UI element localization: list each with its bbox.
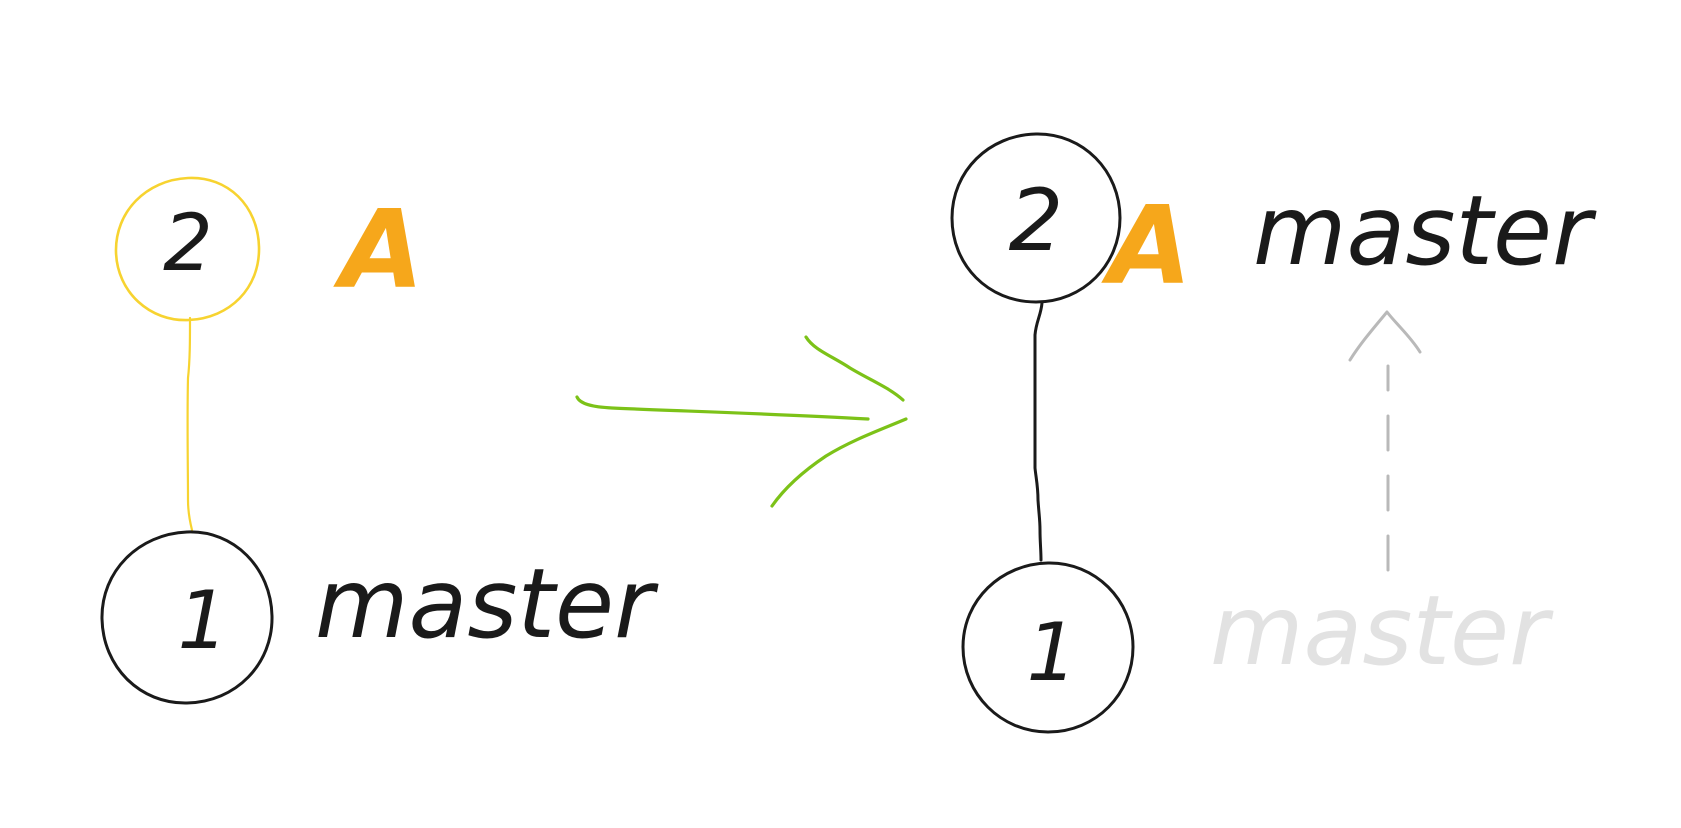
before-commit-1-circle (100, 530, 274, 705)
after-commit-link (1033, 301, 1044, 562)
arrow-shaft (575, 395, 870, 421)
after-master-label: master (1253, 175, 1597, 287)
after-commit-1-circle (961, 561, 1135, 734)
before-branch-a-label: A (332, 188, 424, 313)
before-commit-2: 2 (114, 176, 261, 322)
dashed-arrow-up-icon (1348, 310, 1422, 572)
after-commit-2: 2 (950, 132, 1122, 304)
before-commit-2-number: 2 (163, 199, 213, 289)
after-commit-2-circle (950, 132, 1122, 304)
dashed-arrow-head (1348, 310, 1422, 362)
before-commit-link (186, 316, 194, 532)
after-commit-1: 1 (961, 561, 1135, 734)
before-commit-1-number: 1 (178, 574, 229, 667)
before-master-label: master (315, 548, 659, 660)
after-old-master-label: master (1210, 575, 1554, 687)
after-branch-a-label: A (1100, 184, 1192, 309)
arrow-head-upper (804, 335, 905, 402)
after-state: 2 A master 1 master (950, 132, 1597, 734)
before-commit-2-circle (114, 176, 261, 322)
arrow-right-icon (575, 335, 908, 508)
after-commit-1-number: 1 (1027, 606, 1078, 699)
after-commit-2-number: 2 (1009, 171, 1064, 271)
before-commit-1: 1 (100, 530, 274, 705)
arrow-head-lower (770, 417, 908, 508)
before-state: 2 A 1 master (100, 176, 659, 705)
